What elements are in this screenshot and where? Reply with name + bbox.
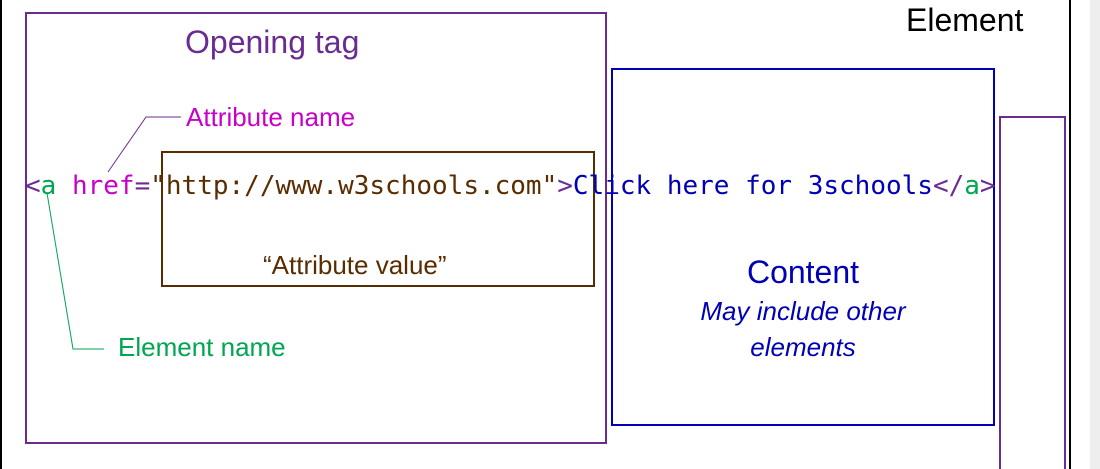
close-bracket: > [557, 171, 573, 201]
end-tag-open: </ [932, 171, 965, 201]
element-frame [0, 0, 1071, 469]
attribute-name-label: Attribute name [186, 102, 356, 132]
element-name-label: Element name [118, 332, 286, 362]
closing-tag-box [999, 116, 1066, 469]
scrollbar [1090, 0, 1100, 469]
open-bracket: < [25, 171, 41, 201]
element-name-token: a [40, 171, 57, 201]
attribute-value-label: “Attribute value” [263, 250, 447, 280]
element-title: Element [906, 2, 1024, 38]
attribute-value-box [161, 151, 595, 287]
element-name-leader [46, 192, 104, 350]
code-line: <a href="http://www.w3schools.com">Click… [25, 173, 996, 199]
attribute-value-token: "http://www.w3schools.com" [150, 171, 558, 201]
content-note-line-2: elements [750, 332, 856, 362]
content-note-line-1: May include other [700, 296, 906, 326]
opening-tag-label: Opening tag [185, 24, 360, 60]
content-token: Click here for 3schools [572, 171, 933, 201]
attribute-name-token: href [56, 171, 135, 201]
equals-token: = [134, 171, 151, 201]
content-title: Content [746, 254, 860, 290]
opening-tag-box [25, 12, 607, 444]
end-tag-close: > [979, 171, 996, 201]
end-element-name-token: a [964, 171, 980, 201]
content-box [611, 68, 995, 426]
attribute-name-leader [107, 116, 181, 173]
